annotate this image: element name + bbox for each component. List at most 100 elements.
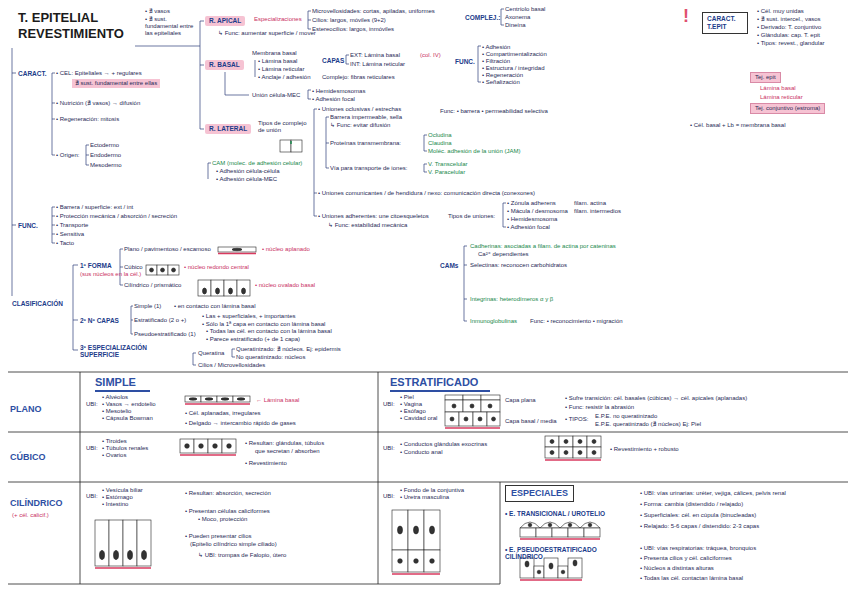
node-text: R. BASAL (209, 61, 240, 69)
table-heading: ESTRATIFICADO (390, 376, 478, 389)
note-text: • Tipos: revest., glandular (757, 40, 824, 47)
note-text: • Sufre transición: cél. basales (cúbica… (565, 395, 747, 402)
note-text: • Uniones adherentes: une citoesqueletos (318, 213, 429, 220)
cell-illustrations (128, 551, 133, 560)
note-text: • Estructura / integridad (482, 65, 544, 72)
table-lines (378, 372, 379, 584)
basal-lamina-lines (95, 567, 151, 569)
heading-underlines (390, 390, 490, 392)
note-text: • Las + superficiales, + importantes (202, 313, 295, 320)
note-text: (+ cél. calicif.) (12, 512, 49, 519)
note-text: Especializaciones (254, 16, 302, 23)
note-text: • Pueden presentar cilios (185, 533, 251, 540)
cell-illustrations (408, 550, 424, 572)
cell-illustrations (161, 268, 165, 272)
note-text: • Cél. muy unidas (757, 8, 804, 15)
page-title: T. EPITELIAL REVESTIMIENTO (18, 10, 146, 42)
cell-illustrations (592, 440, 596, 444)
cell-illustrations (168, 265, 179, 275)
bracket-lines (326, 117, 329, 168)
cell-illustrations (525, 561, 529, 567)
cell-illustrations (185, 444, 190, 449)
note-text: CLASIFICACIÓN (12, 300, 63, 307)
note-text: • Intestino (102, 501, 128, 508)
note-text: Proteínas transmembrana: (330, 140, 401, 147)
note-text: Claudina (428, 140, 452, 147)
cell-illustrations (445, 395, 463, 400)
basal-lamina-lines (545, 459, 601, 461)
bracket-lines (52, 73, 55, 155)
cell-illustrations (559, 436, 573, 447)
note-text: Vía para transporte de iones: (330, 165, 407, 172)
node-box: R. LATERAL (205, 124, 251, 134)
cell-illustrations (573, 560, 577, 566)
cell-illustrations (414, 526, 419, 534)
note-text: UBI: (86, 493, 98, 500)
note-text: UBI: (86, 401, 98, 408)
note-text: • Anclaje / adhesión (258, 74, 310, 81)
table-heading: CÚBICO (10, 452, 46, 463)
table-lines (80, 372, 81, 584)
node-box: R. BASAL (205, 60, 244, 70)
cell-illustrations (398, 559, 403, 564)
note-text: CAPAS (322, 57, 344, 64)
note-text: • CEL: Epiteliales → + regulares (56, 70, 142, 77)
note-text: Cilíndrico / prismático (124, 282, 181, 289)
cell-illustrations (534, 566, 544, 578)
cell-illustrations (578, 451, 582, 455)
note-text: V. Paracelular (428, 169, 465, 176)
note-text: FUNC. (455, 58, 475, 65)
note-text: • Presentan células caliciformes (185, 508, 270, 515)
note-text: • UBI: vías urinarias: uréter, vejiga, c… (640, 490, 786, 497)
cell-illustrations (146, 265, 157, 275)
cell-illustrations (545, 436, 559, 447)
heading-underlines (95, 390, 150, 392)
cell-illustrations (548, 523, 552, 527)
table-lines (8, 372, 848, 373)
note-text: • Conductos glándulas exocrinas (400, 441, 487, 448)
note-text: • Adhesión célula-célula (216, 168, 279, 175)
note-text: • Uniones oclusivas / estrechas (318, 106, 401, 113)
cell-illustrations (203, 288, 207, 294)
note-text: • Superficiales: cél. en cúpula (binucle… (640, 512, 756, 519)
bracket-lines (232, 349, 235, 357)
note-text: • Piel (400, 394, 414, 401)
note-text: • Resultan: glándulas, túbulos (245, 440, 324, 447)
note-text: INT: Lámina reticular (350, 61, 405, 68)
heading-underlines (95, 390, 490, 392)
note-text: • Relajado: 5-6 capas / distendido: 2-3 … (640, 523, 759, 530)
cell-illustrations (218, 247, 256, 252)
table-lines (8, 482, 848, 483)
cell-illustrations (549, 563, 553, 569)
bracket-lines (131, 306, 133, 334)
note-text: • núcleo ovalado basal (255, 282, 315, 289)
node-box: Tej. epit (750, 72, 781, 83)
note-text: • Hemidesmosomas (312, 88, 365, 95)
note-text: (col. IV) (420, 52, 441, 59)
cell-illustrations (520, 522, 600, 528)
note-text: UBI: (383, 401, 395, 408)
cell-illustrations (201, 396, 217, 402)
basal-lamina-lines (95, 254, 601, 581)
cell-illustrations (232, 248, 242, 250)
note-text: • en contacto con lámina basal (174, 303, 255, 310)
cell-illustrations (430, 526, 435, 534)
bracket-lines (308, 11, 311, 29)
cell-illustrations (520, 558, 534, 578)
cell-illustrations (561, 570, 565, 574)
note-text: Simple (1) (134, 303, 161, 310)
cell-illustrations (463, 395, 481, 400)
note-text: Moléc. adhesión de la unión (JAM) (428, 148, 520, 155)
cell-illustrations (488, 404, 492, 408)
note-text: • Alvéolos (102, 394, 128, 401)
cell-illustrations (95, 520, 109, 566)
cell-illustrations (545, 447, 559, 458)
bracket-lines (12, 9, 506, 365)
cell-illustrations (392, 510, 408, 550)
bracket-lines (86, 145, 89, 165)
note-text: • TIPOS: (565, 416, 588, 423)
note-text: Ca²⁺ dependientes (478, 251, 529, 258)
cell-illustrations (564, 440, 568, 444)
cell-illustrations (550, 451, 554, 455)
note-text: • Vesícula biliar (102, 487, 143, 494)
